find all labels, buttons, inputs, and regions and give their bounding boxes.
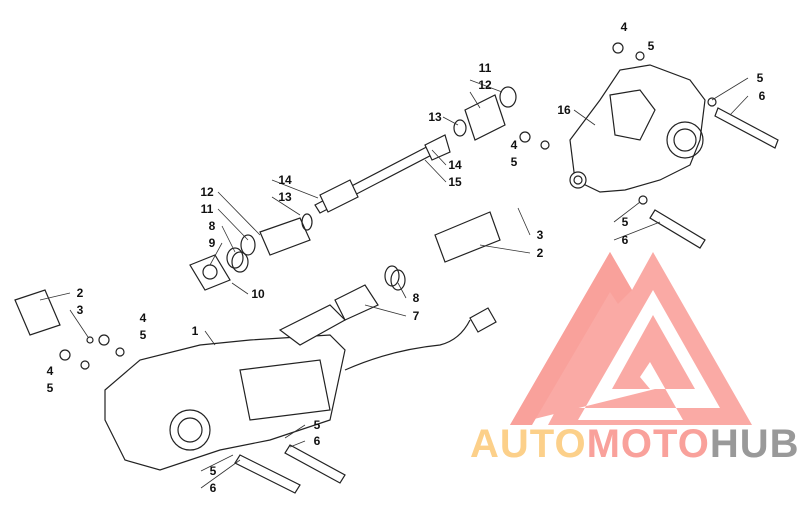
callout-6: 6 (313, 434, 321, 448)
callout-4: 4 (139, 311, 147, 325)
callout-5: 5 (756, 71, 764, 85)
callout-3: 3 (76, 303, 84, 317)
callout-5: 5 (510, 155, 518, 169)
front-gearcase (59, 304, 497, 494)
callout-5: 5 (46, 381, 54, 395)
watermark-moto: MOTO (586, 422, 710, 466)
callout-4: 4 (620, 20, 628, 34)
leader-lines (39, 77, 749, 489)
callout-2: 2 (76, 286, 84, 300)
callout-13: 13 (278, 190, 292, 204)
callout-5: 5 (209, 464, 217, 478)
callout-5: 5 (647, 39, 655, 53)
callout-10: 10 (251, 287, 265, 301)
callout-4: 4 (46, 364, 54, 378)
watermark-logo (510, 252, 752, 425)
callout-13: 13 (428, 110, 442, 124)
callout-11: 11 (478, 61, 492, 75)
callout-3: 3 (536, 228, 544, 242)
callout-6: 6 (209, 481, 217, 495)
callout-12: 12 (200, 185, 214, 199)
callout-8: 8 (412, 291, 420, 305)
callout-6: 6 (758, 89, 766, 103)
callout-11: 11 (200, 202, 214, 216)
callout-4: 4 (510, 138, 518, 152)
drive-shaft (314, 134, 451, 214)
callout-1: 1 (191, 324, 199, 338)
callout-15: 15 (448, 175, 462, 189)
watermark-auto: AUTO (470, 422, 587, 466)
callout-6: 6 (621, 233, 629, 247)
callout-5: 5 (621, 215, 629, 229)
rear-gearcase (519, 42, 779, 249)
callout-14: 14 (278, 173, 292, 187)
callout-5: 5 (313, 418, 321, 432)
callout-16: 16 (557, 103, 571, 117)
callout-12: 12 (478, 78, 492, 92)
callout-2: 2 (536, 246, 544, 260)
callout-9: 9 (208, 236, 216, 250)
callout-7: 7 (412, 309, 420, 323)
watermark-hub: HUB (709, 422, 800, 466)
callout-5: 5 (139, 328, 147, 342)
callout-14: 14 (448, 158, 462, 172)
boots-and-rings (14, 86, 517, 344)
callout-8: 8 (208, 219, 216, 233)
watermark-text: AUTOMOTOHUB (470, 424, 800, 464)
